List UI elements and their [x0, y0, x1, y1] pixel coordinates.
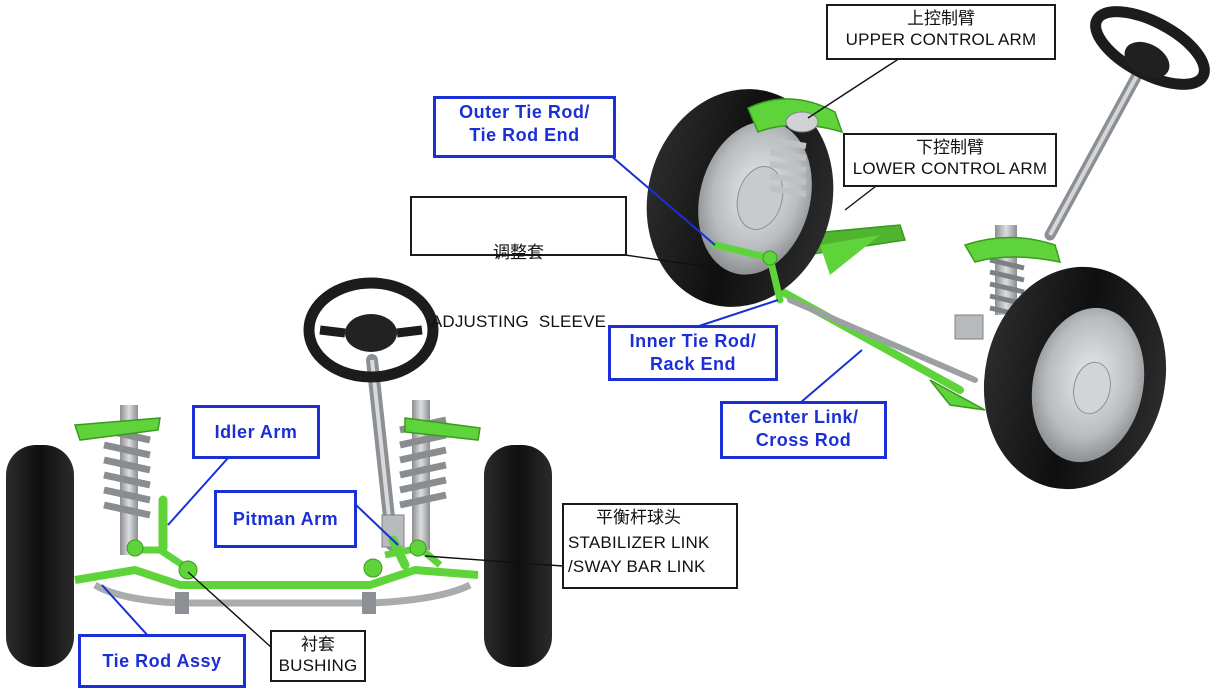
steering-wheel-icon — [303, 277, 439, 383]
label-pitman-arm-line1: Pitman Arm — [232, 509, 339, 529]
label-center-link-line2: Cross Rod — [755, 430, 852, 450]
angled-assembly — [646, 6, 1210, 490]
front-assembly — [6, 277, 552, 667]
label-idler-arm: Idler Arm — [192, 405, 320, 459]
upper-control-arm-right — [963, 236, 1062, 263]
label-idler-arm-line1: Idler Arm — [214, 422, 298, 442]
label-outer-tie-rod-line2: Tie Rod End — [469, 125, 580, 145]
label-bushing-en: BUSHING — [278, 656, 358, 675]
label-center-link-line1: Center Link/ — [748, 407, 859, 427]
coil-spring-icon — [103, 400, 447, 555]
label-lower-control-arm-cn: 下控制臂 — [916, 138, 984, 157]
leader-lines — [187, 57, 901, 649]
label-outer-tie-rod-line1: Outer Tie Rod/ — [459, 102, 590, 122]
label-outer-tie-rod: Outer Tie Rod/ Tie Rod End — [433, 96, 616, 158]
wheel-icon — [6, 445, 552, 667]
label-bushing-cn: 衬套 — [301, 635, 335, 654]
label-adjusting-sleeve-cn: 调整套 — [493, 243, 544, 262]
label-inner-tie-rod-line1: Inner Tie Rod/ — [629, 331, 757, 351]
label-lower-control-arm-en: LOWER CONTROL ARM — [852, 159, 1048, 178]
steering-wheel-icon — [1090, 6, 1210, 90]
label-inner-tie-rod-line2: Rack End — [649, 354, 737, 374]
wheel-icon — [983, 266, 1167, 490]
label-upper-control-arm-en: UPPER CONTROL ARM — [845, 30, 1037, 49]
label-pitman-arm: Pitman Arm — [214, 490, 357, 548]
tie-rod-assy — [74, 566, 479, 589]
label-adjusting-sleeve-en: ADJUSTING SLEEVE — [430, 312, 607, 331]
label-tie-rod-assy-line1: Tie Rod Assy — [102, 651, 222, 671]
label-upper-control-arm: 上控制臂 UPPER CONTROL ARM — [826, 4, 1056, 60]
label-stabilizer-link: 平衡杆球头 STABILIZER LINK /SWAY BAR LINK — [562, 503, 738, 589]
label-bushing: 衬套 BUSHING — [270, 630, 366, 682]
label-center-link: Center Link/ Cross Rod — [720, 401, 887, 459]
label-stabilizer-link-cn: 平衡杆球头 — [596, 508, 681, 527]
label-tie-rod-assy: Tie Rod Assy — [78, 634, 246, 688]
label-upper-control-arm-cn: 上控制臂 — [907, 9, 975, 28]
label-lower-control-arm: 下控制臂 LOWER CONTROL ARM — [843, 133, 1057, 187]
label-inner-tie-rod: Inner Tie Rod/ Rack End — [608, 325, 778, 381]
label-adjusting-sleeve: 调整套 ADJUSTING SLEEVE — [410, 196, 627, 331]
label-sway-bar-link-en: /SWAY BAR LINK — [568, 557, 706, 576]
leader-lines-blue — [101, 154, 863, 639]
label-stabilizer-link-en: STABILIZER LINK — [568, 533, 710, 552]
